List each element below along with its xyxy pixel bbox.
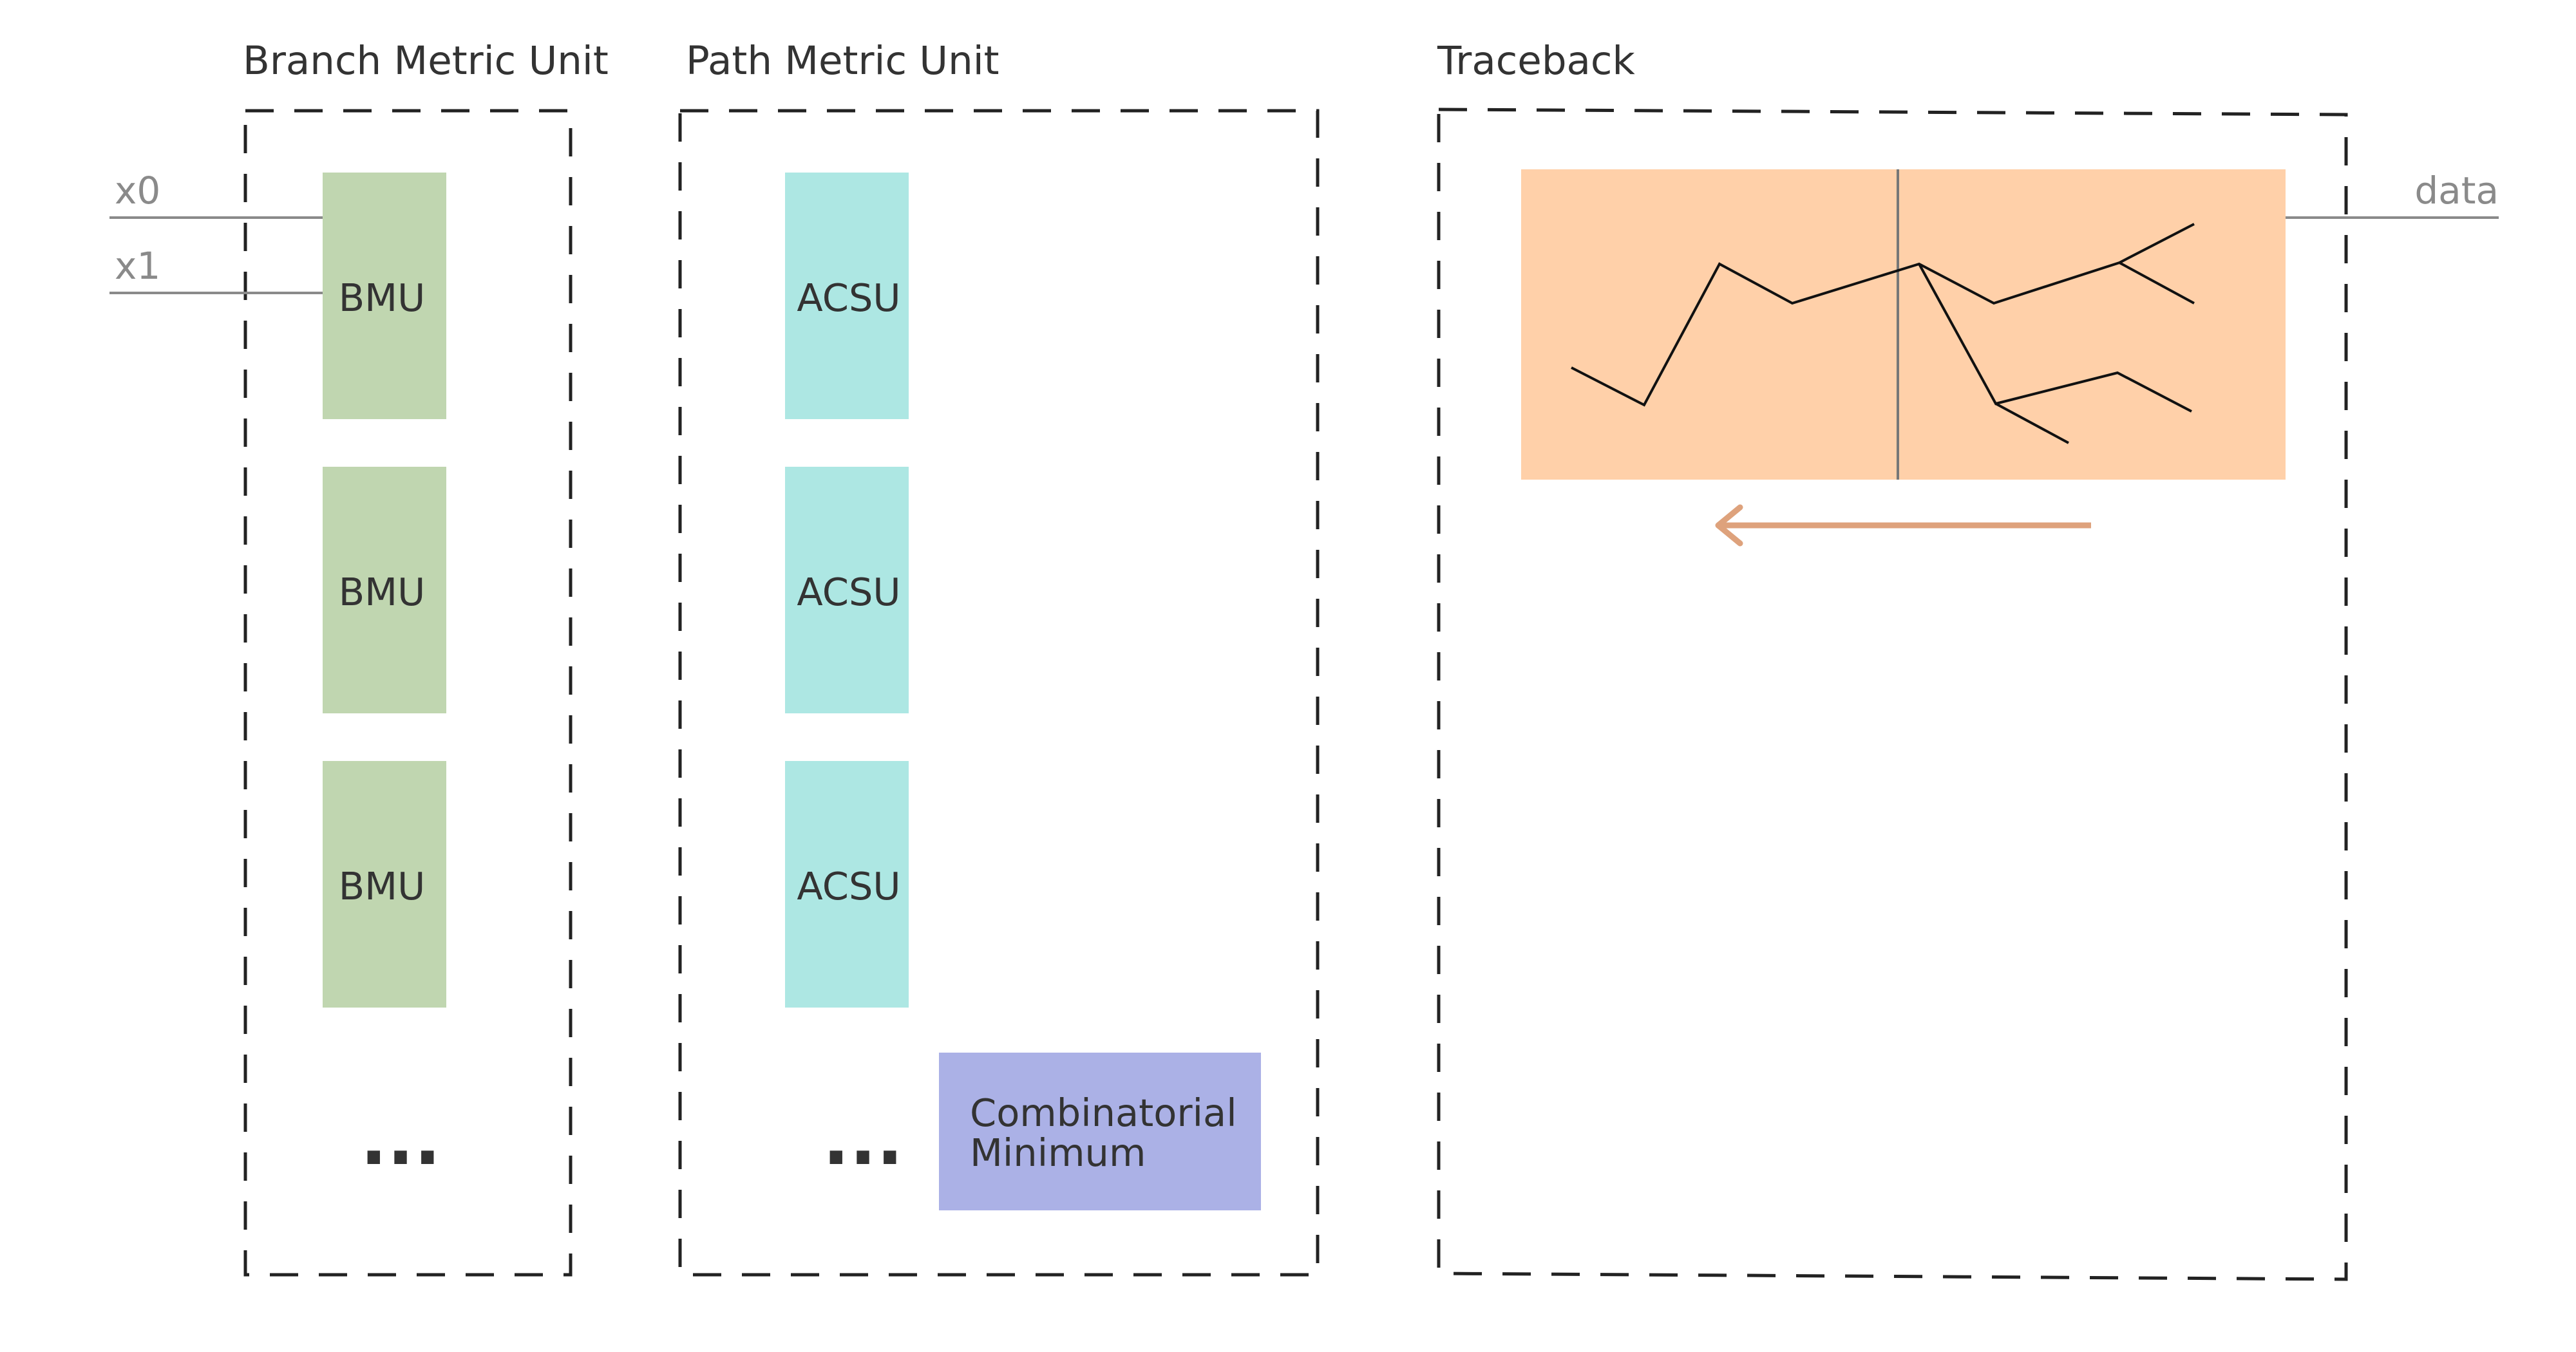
survivor-branch <box>1995 402 2069 444</box>
bmu-ellipsis: ... <box>360 1098 440 1181</box>
bmu-section-title: Branch Metric Unit <box>243 38 609 84</box>
acsu-block-label: ACSU <box>797 276 900 320</box>
bmu-block: BMU <box>323 173 446 419</box>
acsu-block: ACSU <box>785 173 909 419</box>
acsu-block-label: ACSU <box>797 570 900 614</box>
traceback-section-frame <box>1437 108 2348 1281</box>
bmu-section-frame <box>243 109 573 1277</box>
survivor-branch <box>2119 261 2195 305</box>
combinatorial-minimum-label-line1: Combinatorial <box>970 1091 1237 1135</box>
pmu-section-frame <box>678 109 1320 1277</box>
x0-input-label: x0 <box>115 169 160 212</box>
survivor-path <box>1918 263 2192 413</box>
traceback-direction-arrow-icon <box>1715 504 2091 547</box>
x1-input-label: x1 <box>115 244 160 288</box>
combinatorial-minimum-block: Combinatorial Minimum <box>939 1053 1261 1210</box>
bmu-block-label: BMU <box>339 570 426 614</box>
acsu-ellipsis: ... <box>822 1098 903 1181</box>
trellis-panel <box>1521 169 2286 480</box>
pmu-section-title: Path Metric Unit <box>686 38 999 84</box>
bmu-block: BMU <box>323 467 446 713</box>
acsu-block: ACSU <box>785 761 909 1008</box>
bmu-block-label: BMU <box>339 276 426 320</box>
data-output-label: data <box>2414 169 2499 212</box>
traceback-section-title: Traceback <box>1437 38 1635 84</box>
acsu-block: ACSU <box>785 467 909 713</box>
survivor-path <box>1571 223 2195 407</box>
acsu-block-label: ACSU <box>797 864 900 908</box>
bmu-block: BMU <box>323 761 446 1008</box>
bmu-block-label: BMU <box>339 864 426 908</box>
combinatorial-minimum-label-line2: Minimum <box>970 1131 1146 1175</box>
